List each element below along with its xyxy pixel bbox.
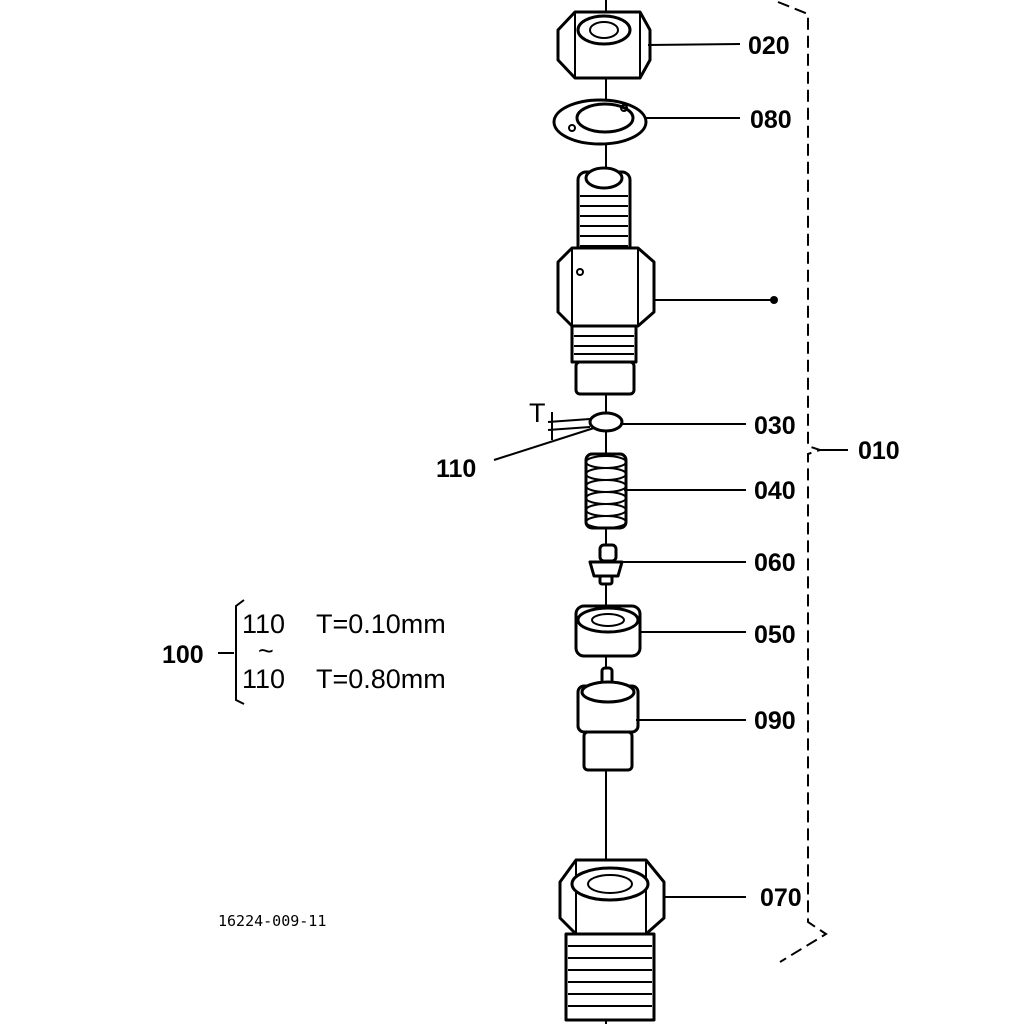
shim-max-spec: T=0.80mm <box>316 664 446 694</box>
callout-100: 100 <box>162 641 204 669</box>
assembly-010-bracket <box>777 1 828 963</box>
thickness-marker: T <box>529 398 591 440</box>
shim-range-spec: 110 T=0.10mm ~ 110 T=0.80mm <box>218 599 446 705</box>
thickness-marker-label: T <box>529 398 546 428</box>
callout-030: 030 <box>754 412 796 440</box>
part-060-pressure-pin <box>588 543 624 586</box>
callout-010: 010 <box>858 437 900 465</box>
callout-numbers: 020 080 030 110 040 060 050 090 070 010 … <box>162 32 900 912</box>
drawing-id: 16224-009-11 <box>218 912 326 930</box>
part-nozzle-holder-body <box>556 166 656 396</box>
callout-110: 110 <box>436 455 476 483</box>
part-070-nozzle-nut <box>558 858 666 1022</box>
shim-range-tilde: ~ <box>258 636 274 666</box>
callout-060: 060 <box>754 549 796 577</box>
callout-040: 040 <box>754 477 796 505</box>
part-040-spring <box>584 452 628 530</box>
callout-080: 080 <box>750 106 792 134</box>
part-020-hex-nut <box>556 10 652 80</box>
callout-050: 050 <box>754 621 796 649</box>
shim-min-part: 110 <box>242 609 285 639</box>
part-050-distance-piece <box>574 604 642 658</box>
part-090-nozzle <box>576 666 640 772</box>
callout-020: 020 <box>748 32 790 60</box>
part-080-washer <box>552 98 648 146</box>
shim-min-spec: T=0.10mm <box>316 609 446 639</box>
leader-lines <box>493 43 848 898</box>
shim-max-part: 110 <box>242 664 285 694</box>
callout-070: 070 <box>760 884 802 912</box>
callout-090: 090 <box>754 707 796 735</box>
part-110-shim <box>588 411 624 433</box>
